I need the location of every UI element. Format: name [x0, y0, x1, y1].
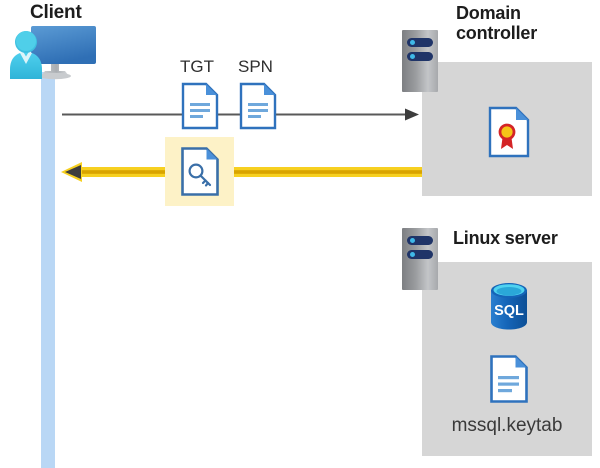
domain-controller-server-icon: [402, 30, 438, 92]
request-arrow-to-domain-controller: [62, 108, 419, 121]
tgt-document-icon: [181, 82, 219, 130]
key-document-icon: [181, 147, 219, 196]
linux-server-server-icon: [402, 228, 438, 290]
tgt-label: TGT: [180, 57, 214, 76]
client-lifeline: [41, 72, 55, 468]
keytab-document-icon: [490, 355, 528, 403]
svg-text:SQL: SQL: [494, 303, 524, 319]
spn-label: SPN: [238, 57, 273, 76]
response-arrow-to-client: [61, 162, 422, 182]
keytab-filename-label: mssql.keytab: [451, 415, 563, 436]
spn-document-icon: [239, 82, 277, 130]
sql-database-icon: SQL: [491, 283, 527, 330]
certificate-document-icon: [488, 106, 530, 158]
linux-server-title: Linux server: [453, 228, 558, 248]
client-user-monitor-icon: [10, 26, 96, 80]
domain-controller-title: Domain controller: [456, 3, 538, 44]
client-title: Client: [30, 2, 82, 23]
